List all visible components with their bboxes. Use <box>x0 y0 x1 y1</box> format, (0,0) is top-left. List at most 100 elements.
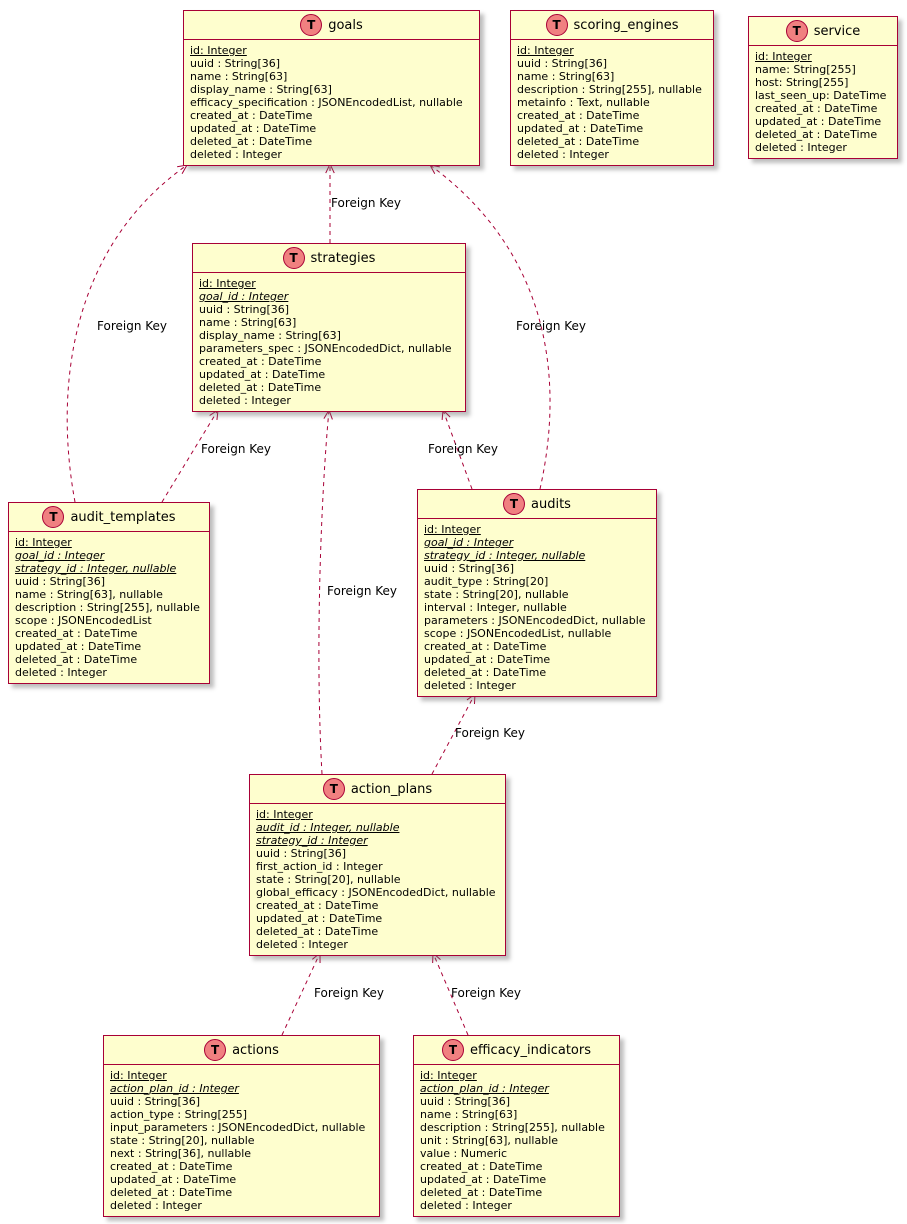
table-field: first_action_id : Integer <box>256 860 383 873</box>
table-field: uuid : String[36] <box>15 575 106 588</box>
table-field: name: String[255] <box>755 63 856 76</box>
relationship-line-action_plans-to-strategies <box>318 409 330 775</box>
table-field: uuid : String[36] <box>420 1095 511 1108</box>
relationship-line-action_plans-to-audits <box>431 693 476 775</box>
foreign-key-label: Foreign Key <box>201 442 271 456</box>
table-field: action_plan_id : Integer <box>110 1082 239 1095</box>
relationship-line-audits-to-strategies <box>442 409 473 490</box>
table-field: deleted : Integer <box>755 141 847 154</box>
table-title: audits <box>531 496 571 512</box>
table-field: audit_id : Integer, nullable <box>256 821 400 834</box>
relationship-line-actions-to-action_plans <box>281 952 321 1036</box>
table-field: unit : String[63], nullable <box>420 1134 559 1147</box>
table-title: goals <box>328 17 363 33</box>
table-field: deleted_at : DateTime <box>199 381 322 394</box>
table-field: deleted : Integer <box>517 148 609 161</box>
table-field: deleted_at : DateTime <box>420 1186 543 1199</box>
table-field: strategy_id : Integer, nullable <box>424 549 586 562</box>
table-field: deleted_at : DateTime <box>110 1186 233 1199</box>
table-field: state : String[20], nullable <box>110 1134 255 1147</box>
table-type-icon: T <box>322 778 345 800</box>
table-field: id: Integer <box>755 50 812 63</box>
table-field: scope : JSONEncodedList <box>15 614 152 627</box>
table-field: state : String[20], nullable <box>424 588 569 601</box>
table-field: updated_at : DateTime <box>15 640 142 653</box>
table-field: goal_id : Integer <box>199 290 289 303</box>
table-field: description : String[255], nullable <box>15 601 200 614</box>
table-field: uuid : String[36] <box>199 303 290 316</box>
table-field: strategy_id : Integer <box>256 834 368 847</box>
table-field: deleted : Integer <box>199 394 291 407</box>
table-field: uuid : String[36] <box>517 57 608 70</box>
table-field: name : String[63], nullable <box>15 588 163 601</box>
table-field: audit_type : String[20] <box>424 575 549 588</box>
table-field: name : String[63] <box>190 70 288 83</box>
table-title: strategies <box>310 250 376 266</box>
table-type-icon: T <box>42 506 65 528</box>
table-field: action_plan_id : Integer <box>420 1082 549 1095</box>
table-field: uuid : String[36] <box>110 1095 201 1108</box>
table-field: deleted : Integer <box>15 666 107 679</box>
relationship-line-audit_templates-to-strategies <box>161 409 219 503</box>
foreign-key-label: Foreign Key <box>455 726 525 740</box>
table-field: state : String[20], nullable <box>256 873 401 886</box>
table-field: id: Integer <box>190 44 247 57</box>
table-field: created_at : DateTime <box>424 640 547 653</box>
table-title: efficacy_indicators <box>469 1042 592 1058</box>
table-field: updated_at : DateTime <box>517 122 644 135</box>
foreign-key-label: Foreign Key <box>327 584 397 598</box>
table-field: uuid : String[36] <box>190 57 281 70</box>
table-field: deleted : Integer <box>110 1199 202 1212</box>
table-field: id: Integer <box>424 523 481 536</box>
table-field: efficacy_specification : JSONEncodedList… <box>190 96 463 109</box>
table-field: created_at : DateTime <box>517 109 640 122</box>
table-field: name : String[63] <box>517 70 615 83</box>
table-field: input_parameters : JSONEncodedDict, null… <box>110 1121 366 1134</box>
table-field: deleted_at : DateTime <box>190 135 313 148</box>
table-field: id: Integer <box>517 44 574 57</box>
table-field: deleted : Integer <box>190 148 282 161</box>
table-type-icon: T <box>282 247 305 269</box>
table-field: goal_id : Integer <box>424 536 514 549</box>
table-field: id: Integer <box>199 277 256 290</box>
table-field: updated_at : DateTime <box>110 1173 237 1186</box>
table-title: actions <box>232 1042 279 1058</box>
table-field: created_at : DateTime <box>256 899 379 912</box>
table-field: deleted : Integer <box>420 1199 512 1212</box>
table-title: service <box>813 23 861 39</box>
foreign-key-label: Foreign Key <box>451 986 521 1000</box>
table-field: parameters_spec : JSONEncodedDict, nulla… <box>199 342 452 355</box>
table-field: deleted_at : DateTime <box>256 925 379 938</box>
table-field: deleted_at : DateTime <box>15 653 138 666</box>
table-field: description : String[255], nullable <box>420 1121 605 1134</box>
table-type-icon: T <box>503 493 526 515</box>
table-field: next : String[36], nullable <box>110 1147 252 1160</box>
table-field: created_at : DateTime <box>190 109 313 122</box>
table-field: id: Integer <box>110 1069 167 1082</box>
table-field: deleted : Integer <box>256 938 348 951</box>
table-field: updated_at : DateTime <box>199 368 326 381</box>
table-field: last_seen_up: DateTime <box>755 89 887 102</box>
table-title: action_plans <box>350 781 433 797</box>
table-field: name : String[63] <box>199 316 297 329</box>
table-field: goal_id : Integer <box>15 549 105 562</box>
table-field: id: Integer <box>15 536 72 549</box>
foreign-key-label: Foreign Key <box>314 986 384 1000</box>
foreign-key-label: Foreign Key <box>97 319 167 333</box>
